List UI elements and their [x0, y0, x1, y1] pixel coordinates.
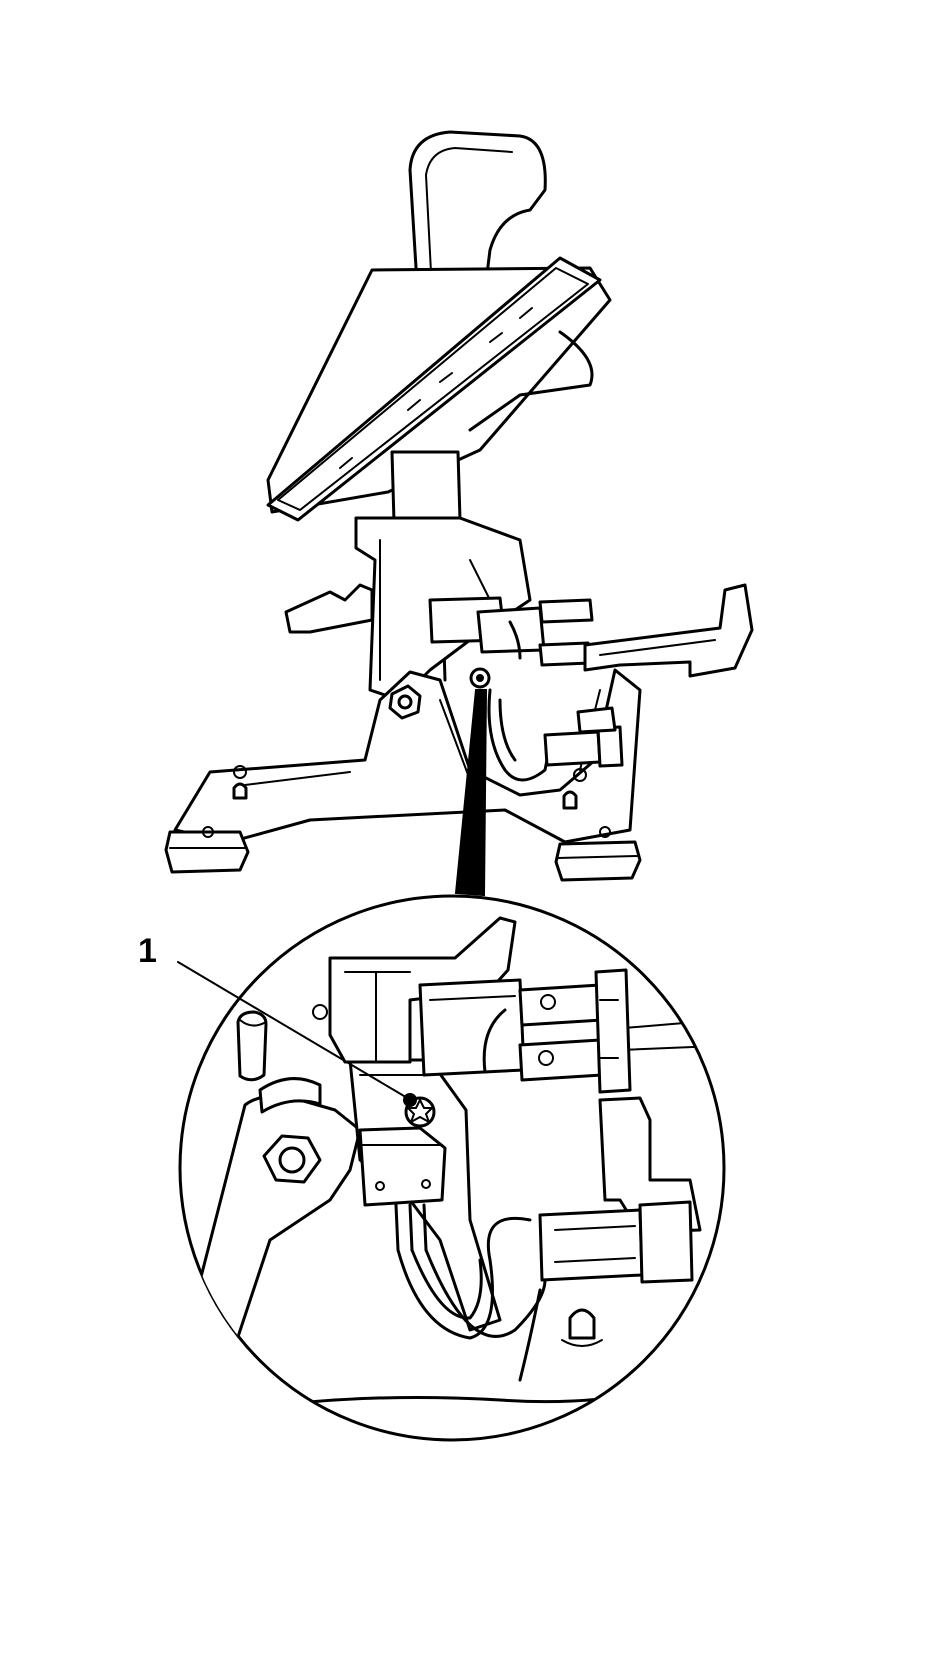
detail-wiring — [396, 1216, 547, 1382]
linkage-arm — [583, 583, 754, 678]
callout-1-label: 1 — [138, 932, 157, 970]
detail-view — [178, 894, 726, 1442]
shift-knob — [408, 130, 547, 302]
callout-1-leader — [177, 961, 405, 1097]
detail-pointer — [454, 689, 488, 897]
callout-1: 1 — [138, 932, 405, 1097]
detail-torx-screw — [403, 1093, 436, 1128]
detail-stud — [561, 1308, 603, 1347]
detail-hex-nut — [262, 1134, 322, 1184]
pivot-nut — [388, 684, 422, 720]
detail-solenoid — [312, 916, 632, 1094]
torx-screw-main — [469, 667, 491, 689]
wiring-harness — [487, 688, 624, 782]
shifter-assembly — [164, 130, 754, 882]
detail-right-bracket — [538, 1096, 702, 1284]
shift-lock-solenoid — [428, 596, 594, 667]
detail-micro-switch — [358, 1126, 447, 1252]
